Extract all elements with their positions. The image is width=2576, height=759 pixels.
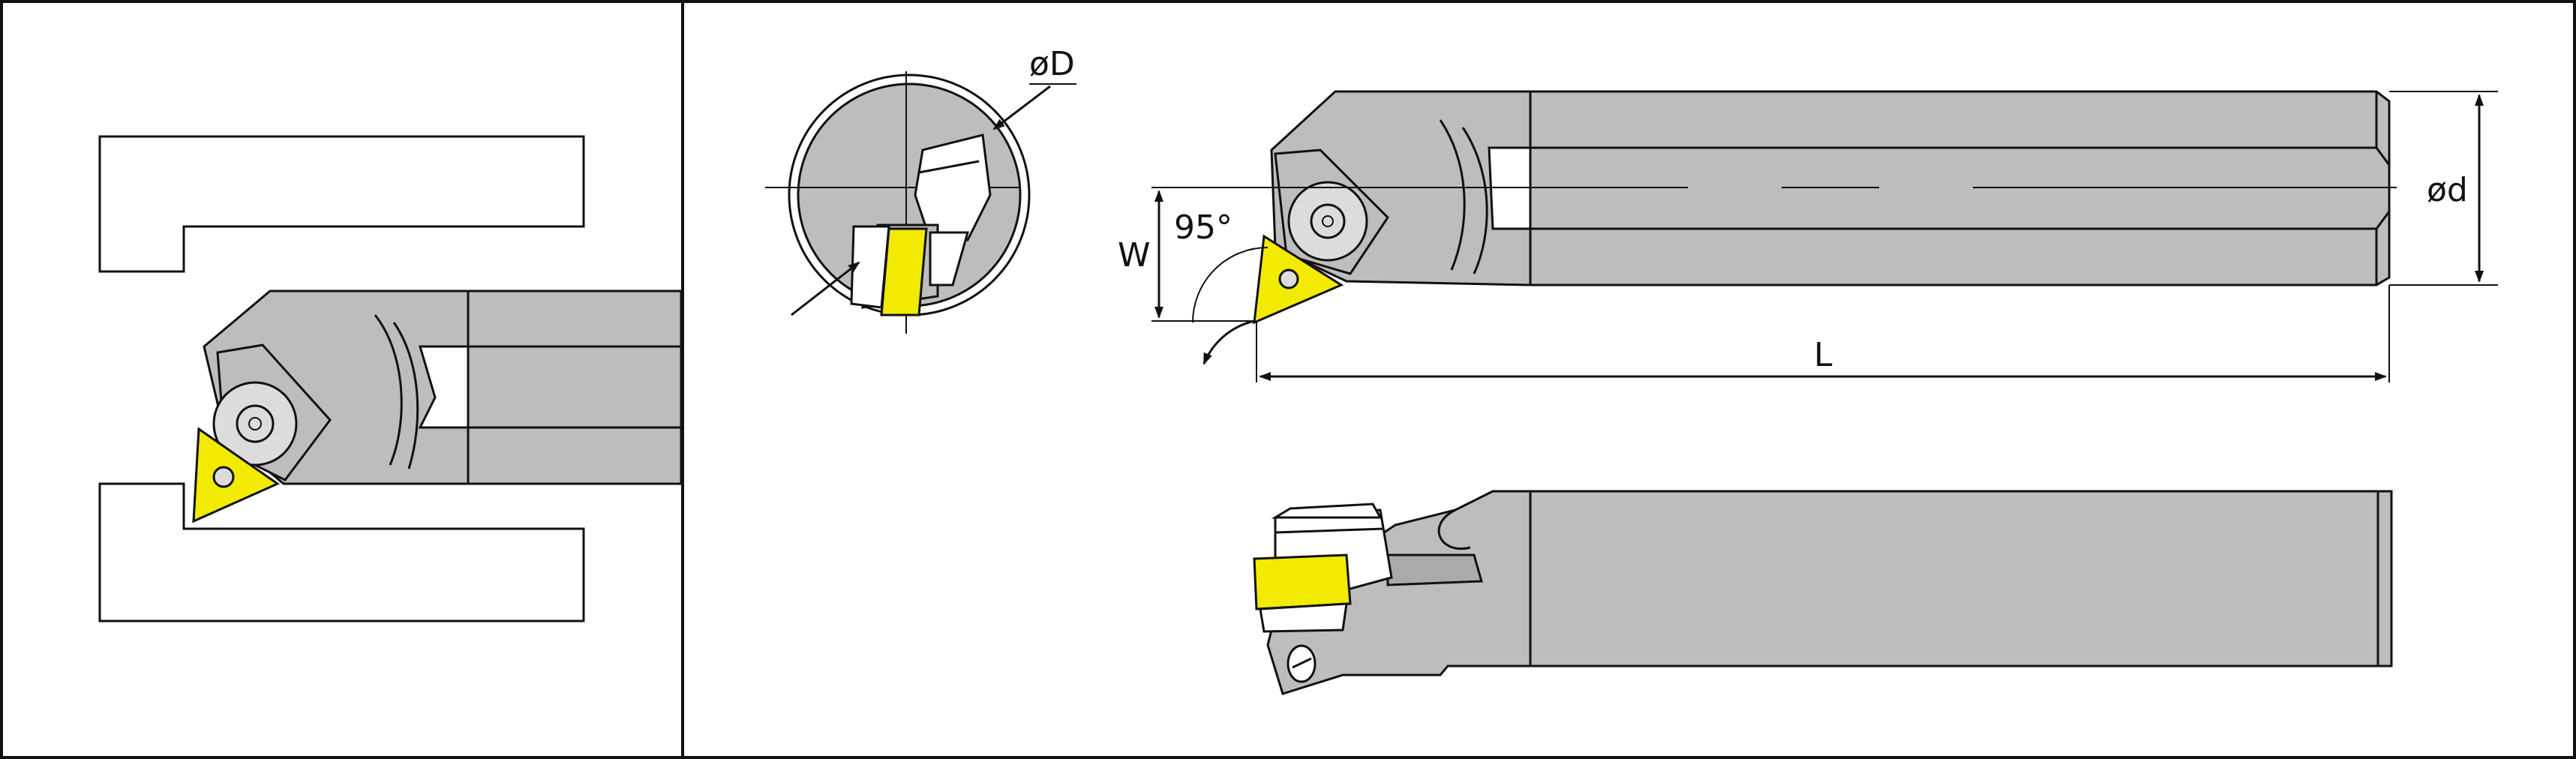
boring-bar-left [192,290,683,524]
detail-circle-view: øD [765,45,1076,334]
workpiece-lower [98,482,585,622]
head-side [1266,490,1532,695]
usage-view [98,135,683,622]
bore-diameter-label: øD [1029,45,1075,83]
insert-yellow [192,427,281,524]
angle-label: 95° [1174,208,1232,247]
bar-shank [467,290,683,485]
width-label: W [1118,236,1151,274]
side-view [1253,490,2393,695]
length-label: L [1814,336,1833,374]
shank-side [1529,490,2393,668]
screw-center-icon [236,404,275,443]
workpiece-upper [98,135,585,273]
side-insert [1253,554,1352,610]
shank-diameter-label: ød [2427,171,2468,209]
top-view: W 95° ød L [1118,90,2498,382]
